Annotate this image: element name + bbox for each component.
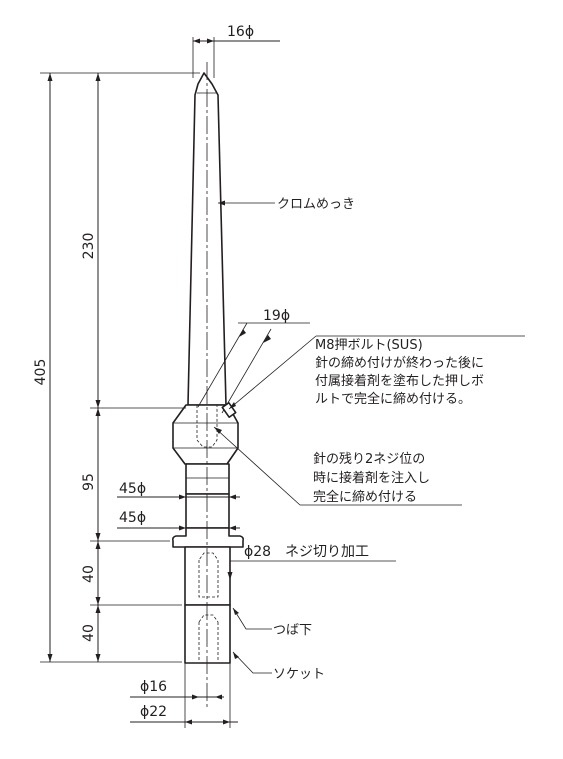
bottom-extension-lines: [184, 662, 231, 728]
shaft-upper-diameter-label: 45ϕ: [119, 481, 146, 497]
hidden-features: [196, 405, 219, 662]
adhesive-note-line-2: 時に接着剤を注入し: [313, 470, 430, 486]
shaft-upper: [185, 463, 230, 495]
bolt-note-line-3: ルトで完全に締め付ける。: [315, 391, 471, 407]
plating-label: クロムめっき: [277, 197, 355, 212]
bolt-leader: [228, 335, 317, 410]
dim-shaft-upper-diameter: 45ϕ: [117, 481, 240, 500]
dim-needle: 230: [81, 73, 101, 408]
socket-label: ソケット: [273, 667, 325, 682]
bolt-title: M8押ボルト(SUS): [315, 338, 423, 353]
bottom-diameter-22-label: ϕ22: [140, 704, 167, 720]
dim-bottom-16: ϕ16: [130, 679, 224, 700]
collar-length-label: 95: [81, 473, 97, 491]
overall-length-label: 405: [33, 359, 49, 386]
shaft-lower-diameter-label: 45ϕ: [119, 510, 146, 526]
lower-socket-length-label: 40: [81, 624, 97, 642]
thread-label: ϕ28 ネジ切り加工: [244, 544, 369, 560]
dim-bottom-22: ϕ22: [130, 704, 238, 725]
socket-upper: [184, 546, 231, 606]
upper-socket-length-label: 40: [81, 565, 97, 583]
adhesive-note-line-1: 針の残り2ネジ位の: [313, 452, 425, 467]
dim-overall: 405: [33, 73, 53, 662]
dim-lower-socket: 40: [81, 605, 101, 662]
thread-callout: ϕ28 ネジ切り加工: [227, 544, 396, 580]
dim-tip-diameter: 16ϕ: [192, 24, 280, 78]
set-bolt: [221, 335, 317, 419]
flange-bottom-callout: つば下: [232, 607, 312, 638]
flange: [172, 527, 244, 548]
adhesive-leader: [213, 426, 301, 506]
tip-diameter-label: 16ϕ: [227, 24, 254, 40]
shaft-lower: [185, 493, 230, 529]
adhesive-callout: [213, 426, 462, 506]
bolt-head: [221, 401, 237, 419]
dim-upper-socket: 40: [81, 541, 101, 605]
needle-length-label: 230: [81, 233, 97, 260]
bolt-note-line-1: 針の締め付けが終わった後に: [315, 355, 484, 371]
adhesive-note-line-3: 完全に締め付ける: [313, 489, 417, 505]
flange-bottom-label: つば下: [273, 623, 312, 638]
dim-shaft-lower-diameter: 45ϕ: [117, 510, 240, 531]
dim-collar-diameter: 19ϕ: [197, 308, 310, 414]
plating-callout: クロムめっき: [218, 197, 355, 212]
rod-outline: [172, 72, 244, 664]
bolt-note-line-2: 付属接着剤を塗布した押しボ: [315, 373, 484, 389]
collar-diameter-label: 19ϕ: [263, 308, 290, 324]
socket-callout: ソケット: [232, 651, 325, 682]
dim-extension-lines: [40, 72, 200, 663]
socket-lower: [184, 604, 231, 664]
dim-collar: 95: [81, 408, 101, 541]
bottom-diameter-16-label: ϕ16: [140, 679, 167, 695]
